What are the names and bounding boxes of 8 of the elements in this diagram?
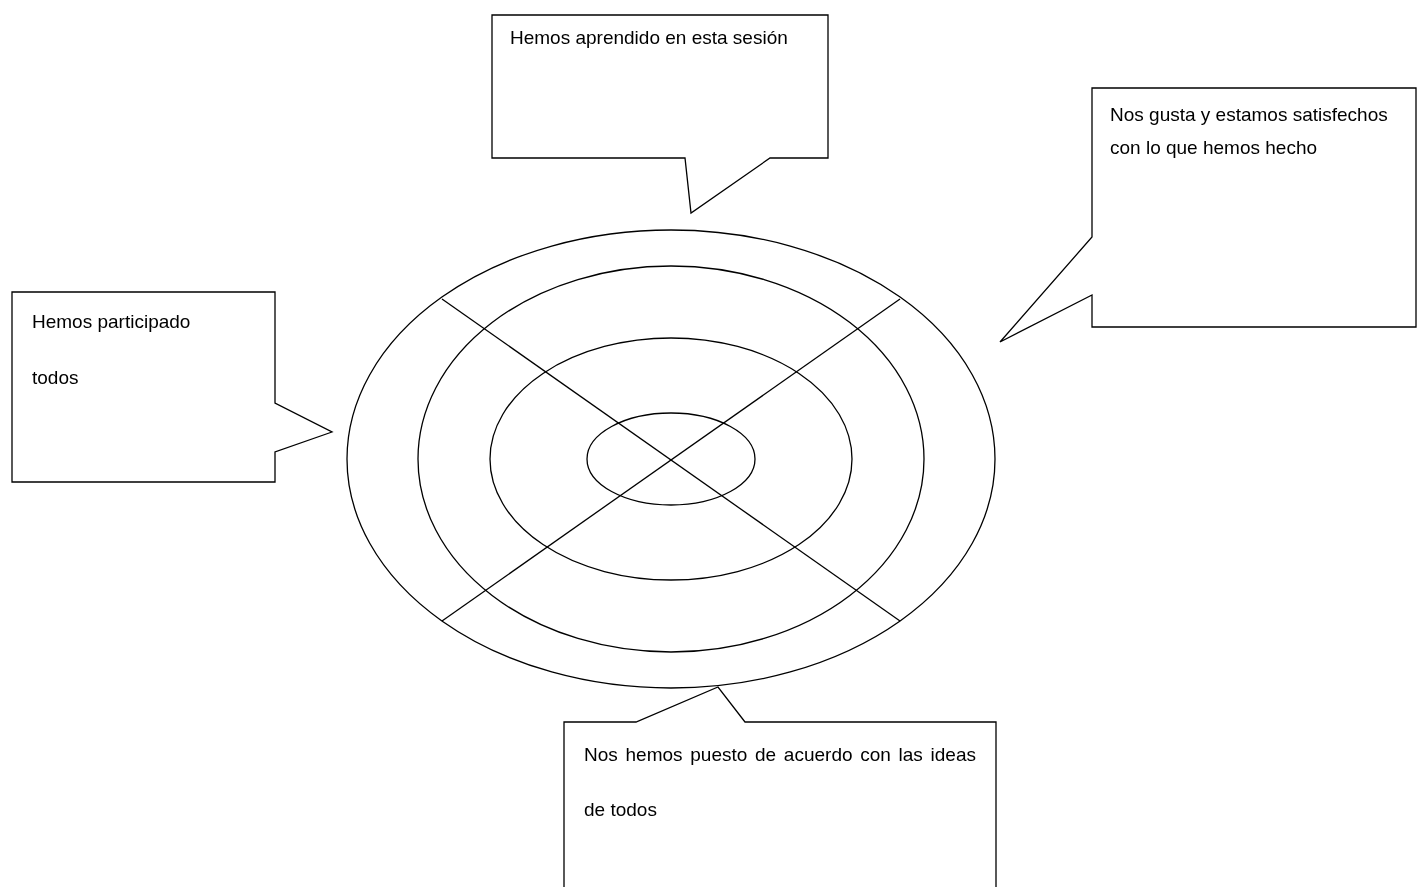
callout-text: Nos gusta y estamos satisfechos con lo que hemos hecho — [1110, 103, 1389, 160]
speech-bubble — [10, 290, 334, 484]
speech-bubble — [490, 13, 830, 215]
speech-bubble — [998, 86, 1418, 344]
callout-text: Nos hemos puesto de acuerdo con las ideas de todos — [584, 743, 976, 822]
callout-text: Hemos aprendido en esta sesión — [510, 26, 789, 50]
callout-text: Hemos participado todos — [32, 310, 192, 390]
speech-bubble — [562, 685, 998, 887]
